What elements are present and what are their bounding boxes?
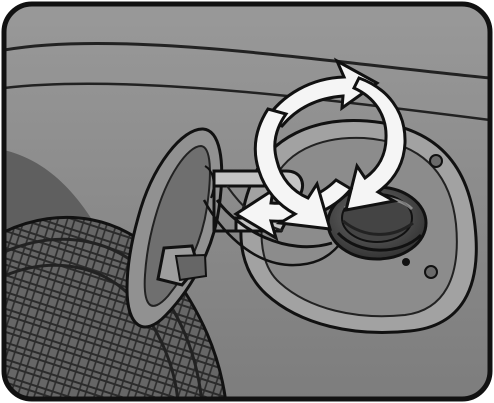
recess-bolt-bottom (425, 266, 437, 278)
recess-bolt-top (430, 155, 442, 167)
recess-rivet (402, 258, 410, 266)
illustration-area (4, 4, 490, 403)
